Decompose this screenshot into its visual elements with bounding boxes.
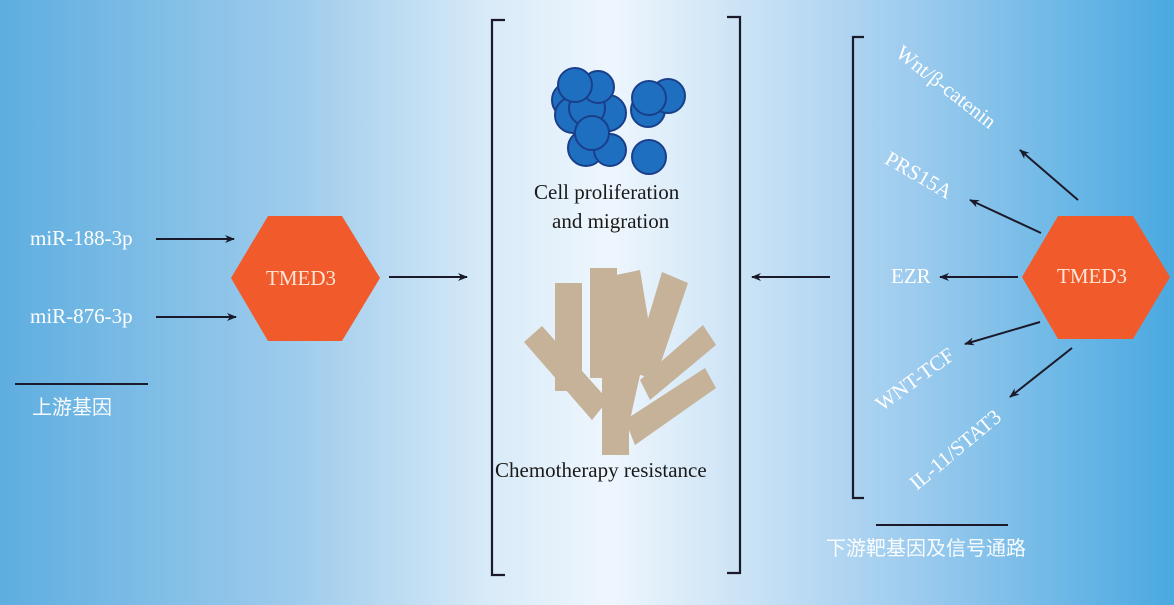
downstream-bracket xyxy=(851,35,864,500)
upstream-gene-mir188: miR-188-3p xyxy=(30,226,133,250)
arrow-to-il11-stat3 xyxy=(1009,347,1073,398)
tmed3-hexagon-left xyxy=(231,216,380,341)
downstream-caption: 下游靶基因及信号通路 xyxy=(826,536,1026,560)
chemo-resistance-label: Chemotherapy resistance xyxy=(495,458,707,482)
tmed3-label-right: TMED3 xyxy=(1057,264,1127,288)
arrow-to-wnt-tcf xyxy=(964,321,1041,346)
upstream-gene-mir876: miR-876-3p xyxy=(30,304,133,328)
tmed3-hexagon-right xyxy=(1022,216,1170,339)
upstream-caption: 上游基因 xyxy=(32,395,112,419)
arrow-to-wnt-beta-catenin xyxy=(1019,149,1079,201)
target-ezr: EZR xyxy=(891,264,931,288)
right-bracket xyxy=(727,15,742,575)
arrow-to-prs15a xyxy=(969,199,1042,234)
tmed3-label-left: TMED3 xyxy=(266,266,336,290)
drug-icon xyxy=(524,268,716,455)
proliferation-label-line2: and migration xyxy=(552,209,670,233)
left-bracket xyxy=(490,18,505,577)
cell-cluster-icon xyxy=(551,67,686,175)
proliferation-label-line1: Cell proliferation xyxy=(534,180,680,204)
